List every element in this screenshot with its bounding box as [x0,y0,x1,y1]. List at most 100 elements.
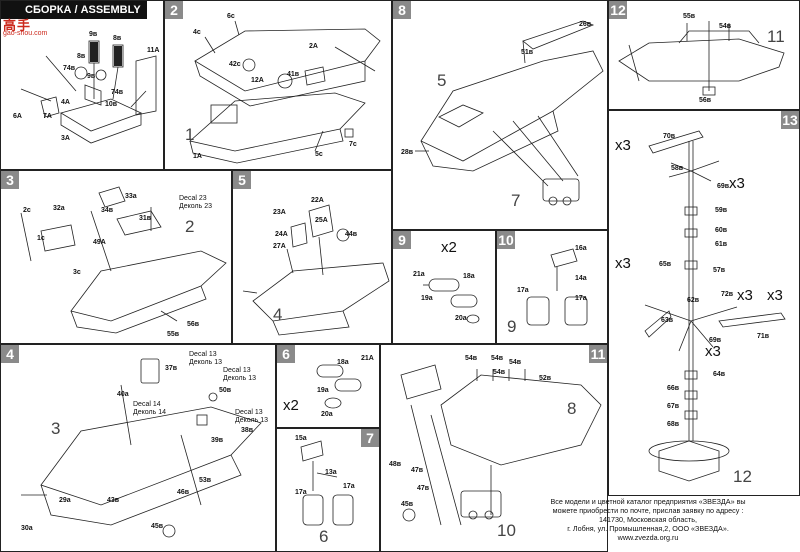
part-label: 8в [113,35,122,42]
subassembly-number: 9 [507,317,517,336]
part-label: 74в [111,89,124,96]
step-2-drawing [189,20,381,164]
company-address: Все модели и цветной каталог предприятия… [548,497,748,542]
part-label: 43в [107,497,120,504]
step-number: 8 [393,1,411,19]
part-label: 11А [147,47,160,54]
part-label: 54в [491,355,504,362]
address-line: г. Лобня, ул. Промышленная,2, ООО «ЗВЕЗД… [567,524,729,533]
decal-label-en: Decal 13 [235,409,263,416]
step-panel-4: 4 37в 40а 39в 53в 50в 38в 29а 43в 30а 46… [0,344,276,552]
part-label: 8в [77,53,86,60]
part-label: 37в [165,365,178,372]
quantity-multiplier: x3 [615,255,631,272]
part-label: 20а [455,315,467,322]
part-label: 47в [411,467,424,474]
address-line: можете приобрести по почте, прислав заяв… [552,506,744,515]
step-panel-6: 6 x2 18а 21А 19а 20а [276,344,380,428]
address-line: Все модели и цветной каталог предприятия… [550,497,746,506]
part-label: 20а [321,411,333,418]
part-label: 52в [539,375,552,382]
part-label: 69в [709,337,722,344]
part-label: 30а [21,525,33,532]
step-panel-8: 8 26в 51в 28в 5 7 [392,0,608,230]
part-label: 27А [273,243,286,250]
part-label: 15а [295,435,307,442]
part-label: 19а [317,387,329,394]
step-number: 2 [165,1,183,19]
step-number: 6 [277,345,295,363]
part-label: 70в [663,133,676,140]
part-label: 55в [683,13,696,20]
part-label: 18а [463,273,475,280]
part-label: 50в [219,387,232,394]
step-number: 13 [781,111,799,129]
subassembly-number: 1 [185,125,195,144]
watermark-url: gao-shou.com [3,30,48,37]
decal-label-en: Decal 23 [179,195,207,202]
subassembly-number: 5 [437,71,447,90]
quantity-multiplier: x3 [615,137,631,154]
part-label: 63в [661,317,674,324]
part-label: 66в [667,385,680,392]
part-label: 65в [659,261,672,268]
part-label: 40а [117,391,129,398]
decal-label-ru: Деколь 23 [179,203,212,210]
part-label: 6с [227,13,235,20]
part-label: 57в [713,267,726,274]
decal-label-en: Decal 13 [223,367,251,374]
part-label: 54в [465,355,478,362]
part-label: 28в [401,149,414,156]
part-label: 9в [87,73,96,80]
part-label: 17а [575,295,587,302]
step-9-drawing [423,278,480,324]
step-11-drawing [400,364,602,526]
part-label: 74в [63,65,76,72]
step-10-drawing [526,248,588,326]
step-panel-1: СБОРКА / ASSEMBLY 高手 gao-shou.com 9в 8в … [0,0,164,170]
part-label: 54в [509,359,522,366]
step-number: 11 [589,345,607,363]
step-5-drawing [242,204,390,336]
part-label: 51в [521,49,534,56]
part-label: 44в [345,231,358,238]
website-link[interactable]: www.zvezda.org.ru [617,533,679,542]
assembly-header: СБОРКА / ASSEMBLY [1,1,147,19]
part-label: 19а [421,295,433,302]
part-label: 10в [105,101,118,108]
part-label: 2А [309,43,318,50]
part-label: 26в [579,21,592,28]
step-number: 7 [361,429,379,447]
step-number: 5 [233,171,251,189]
decal-note: Decal 23 Деколь 23 [179,195,212,211]
part-label: 59в [715,207,728,214]
part-label: 25А [315,217,328,224]
part-label: 18а [337,359,349,366]
step-13-drawing [644,130,786,482]
step-number: 12 [609,1,627,19]
part-label: 21А [361,355,374,362]
part-label: 6А [13,113,22,120]
quantity-multiplier: x3 [737,287,753,304]
part-label: 17а [517,287,529,294]
step-4-drawing [21,358,262,538]
quantity-multiplier: x2 [283,397,299,414]
subassembly-number: 12 [733,467,752,486]
step-panel-5: 5 23А 22А 25А 44в 24А 27А 4 [232,170,392,344]
decal-label-ru: Деколь 14 [133,409,166,416]
part-label: 2с [23,207,31,214]
step-panel-2: 2 6с 4с 42с 12А 41в 2А 5с 7с 1А 1 [164,0,392,170]
address-line: 141730, Московская область, [599,515,697,524]
decal-note: Decal 13 Деколь 13 [189,351,222,367]
step-1-drawing [20,40,157,144]
subassembly-number: 7 [511,191,521,210]
part-label: 56в [699,97,712,104]
decal-label-ru: Деколь 13 [223,375,256,382]
step-number: 9 [393,231,411,249]
decal-note: Decal 13 Деколь 13 [223,367,256,383]
part-label: 9в [89,31,98,38]
subassembly-number: 8 [567,399,577,418]
decal-label-en: Decal 14 [133,401,161,408]
decal-note: Decal 13 Деколь 13 [235,409,268,425]
subassembly-number: 10 [497,521,516,540]
